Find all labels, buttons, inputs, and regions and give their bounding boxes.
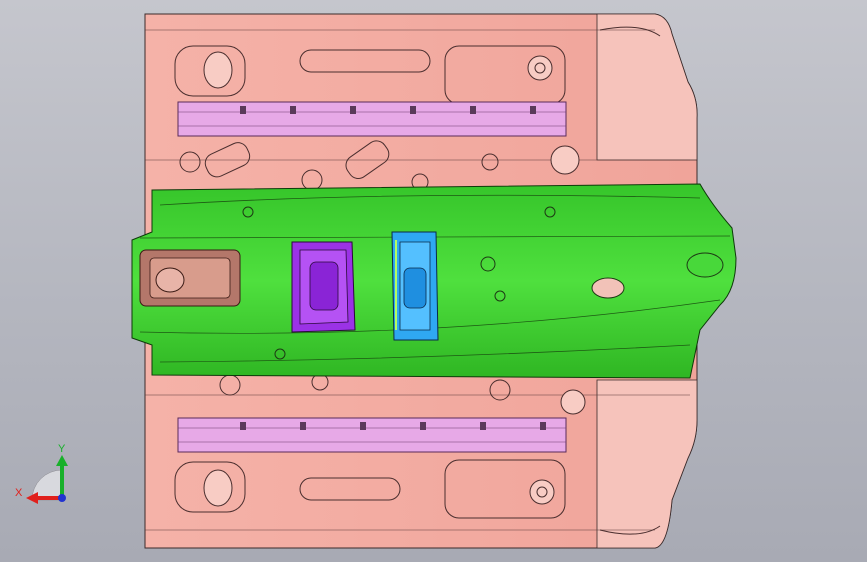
orientation-triad: Y X — [15, 443, 68, 504]
x-axis-label: X — [15, 487, 23, 499]
y-axis-label: Y — [58, 443, 66, 455]
purple-reinforcement[interactable] — [291, 241, 356, 333]
y-axis-arrow — [56, 455, 68, 466]
z-axis-dot — [58, 494, 66, 502]
seat-rail-upper[interactable] — [177, 101, 567, 137]
seat-rail-lower[interactable] — [177, 417, 567, 453]
x-axis-arrow — [26, 492, 38, 504]
front-bracket[interactable] — [139, 249, 241, 307]
blue-reinforcement[interactable] — [391, 231, 439, 341]
